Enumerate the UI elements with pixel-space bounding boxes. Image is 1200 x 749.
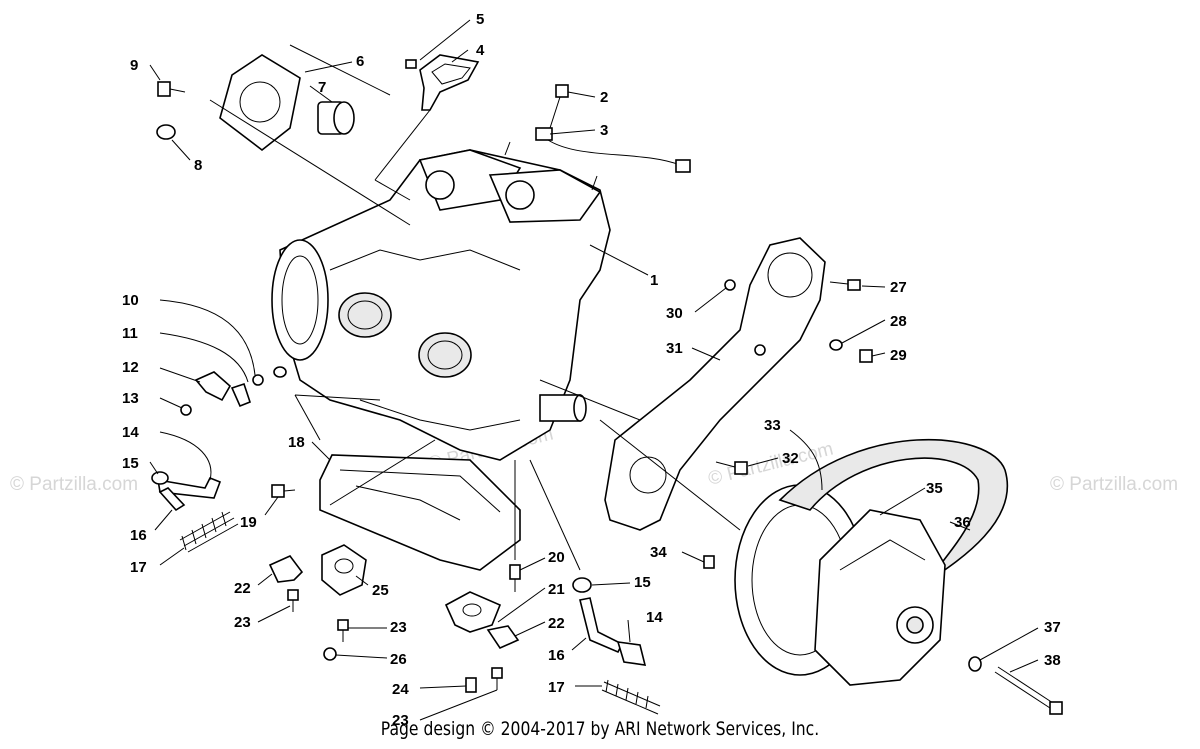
washer-10 bbox=[252, 374, 264, 386]
callout-36: 36 bbox=[954, 514, 971, 531]
callout-17a: 17 bbox=[130, 559, 147, 576]
o-ring-11 bbox=[273, 366, 287, 378]
nut-13 bbox=[180, 404, 192, 416]
callout-11: 11 bbox=[122, 325, 138, 342]
callout-35: 35 bbox=[926, 480, 943, 497]
spring-17a bbox=[179, 511, 239, 553]
hose-16a bbox=[158, 487, 186, 512]
callout-28: 28 bbox=[890, 313, 907, 330]
callout-8: 8 bbox=[194, 157, 202, 174]
callout-18: 18 bbox=[288, 434, 305, 451]
callout-33: 33 bbox=[764, 417, 781, 434]
callout-20: 20 bbox=[548, 549, 565, 566]
callout-3: 3 bbox=[600, 122, 608, 139]
bolt-34 bbox=[703, 555, 715, 569]
bolt-20 bbox=[509, 564, 521, 592]
watermark-right: © Partzilla.com bbox=[1050, 474, 1178, 495]
bolt-2 bbox=[549, 84, 569, 129]
callout-15a: 15 bbox=[122, 455, 139, 472]
callout-14a: 14 bbox=[122, 424, 139, 441]
callout-23a: 23 bbox=[234, 614, 251, 631]
callout-34: 34 bbox=[650, 544, 667, 561]
callout-27: 27 bbox=[890, 279, 907, 296]
cover-plate-6 bbox=[219, 54, 301, 152]
bolt-27 bbox=[829, 279, 861, 291]
leader-lines bbox=[149, 19, 1039, 721]
callout-31: 31 bbox=[666, 340, 683, 357]
callout-9: 9 bbox=[130, 57, 138, 74]
callout-32: 32 bbox=[782, 450, 799, 467]
mount-25 bbox=[321, 544, 367, 596]
callout-14b: 14 bbox=[646, 609, 663, 626]
bushing-7 bbox=[317, 101, 355, 135]
washer-28 bbox=[829, 339, 843, 351]
callout-24: 24 bbox=[392, 681, 409, 698]
bolt-32 bbox=[715, 461, 748, 475]
callout-4: 4 bbox=[476, 42, 485, 59]
bolt-23c bbox=[491, 667, 503, 690]
callout-29: 29 bbox=[890, 347, 907, 364]
watermark-left: © Partzilla.com bbox=[10, 474, 138, 495]
hose-fitting-14b bbox=[616, 641, 647, 666]
washer-30 bbox=[724, 279, 736, 291]
callout-16a: 16 bbox=[130, 527, 147, 544]
clutch-assembly-35 bbox=[814, 509, 946, 686]
callout-26: 26 bbox=[390, 651, 407, 668]
primer-handle-4 bbox=[419, 54, 480, 111]
clip-5 bbox=[405, 59, 417, 69]
callout-17b: 17 bbox=[548, 679, 565, 696]
bolt-24 bbox=[465, 677, 477, 693]
callout-6: 6 bbox=[356, 53, 364, 70]
callout-21: 21 bbox=[548, 581, 565, 598]
bolt-23a bbox=[287, 589, 299, 612]
engine-mount-plate-18 bbox=[319, 454, 521, 571]
spring-17b bbox=[601, 679, 661, 715]
callout-25: 25 bbox=[372, 582, 389, 599]
callout-23b: 23 bbox=[390, 619, 407, 636]
callout-22b: 22 bbox=[548, 615, 565, 632]
bolt-38 bbox=[994, 666, 1063, 715]
hose-16b bbox=[579, 597, 624, 654]
bracket-plate-31 bbox=[604, 237, 826, 531]
callout-16b: 16 bbox=[548, 647, 565, 664]
callout-19: 19 bbox=[240, 514, 257, 531]
callout-5: 5 bbox=[476, 11, 484, 28]
sensor-3 bbox=[535, 127, 691, 173]
clamp-12 bbox=[194, 371, 251, 408]
callout-13: 13 bbox=[122, 390, 139, 407]
washer-37 bbox=[968, 656, 982, 672]
grommet-8 bbox=[156, 124, 176, 140]
callout-10: 10 bbox=[122, 292, 139, 309]
callout-labels: 1 2 3 4 5 6 7 8 9 10 11 12 13 14 15 16 1… bbox=[122, 11, 1061, 729]
engine-block bbox=[271, 141, 611, 461]
clamp-22b bbox=[486, 625, 520, 650]
clamp-22a bbox=[268, 555, 304, 583]
callout-12: 12 bbox=[122, 359, 139, 376]
callout-22a: 22 bbox=[234, 580, 251, 597]
callout-23c: 23 bbox=[392, 712, 409, 729]
callout-30: 30 bbox=[666, 305, 683, 322]
callout-15b: 15 bbox=[634, 574, 651, 591]
cap-15a bbox=[151, 471, 169, 485]
bolt-9 bbox=[157, 81, 186, 97]
callout-2: 2 bbox=[600, 89, 608, 106]
callout-38: 38 bbox=[1044, 652, 1061, 669]
mount-21 bbox=[444, 591, 502, 633]
callout-1: 1 bbox=[650, 272, 658, 289]
bolt-23b bbox=[337, 619, 349, 642]
callout-7: 7 bbox=[318, 79, 326, 96]
bolt-19 bbox=[271, 484, 296, 498]
bolt-29 bbox=[859, 349, 873, 363]
callout-37: 37 bbox=[1044, 619, 1061, 636]
copyright-footer: Page design © 2004-2017 by ARI Network S… bbox=[380, 718, 820, 740]
nut-26 bbox=[323, 647, 337, 661]
cap-15b bbox=[572, 577, 592, 593]
